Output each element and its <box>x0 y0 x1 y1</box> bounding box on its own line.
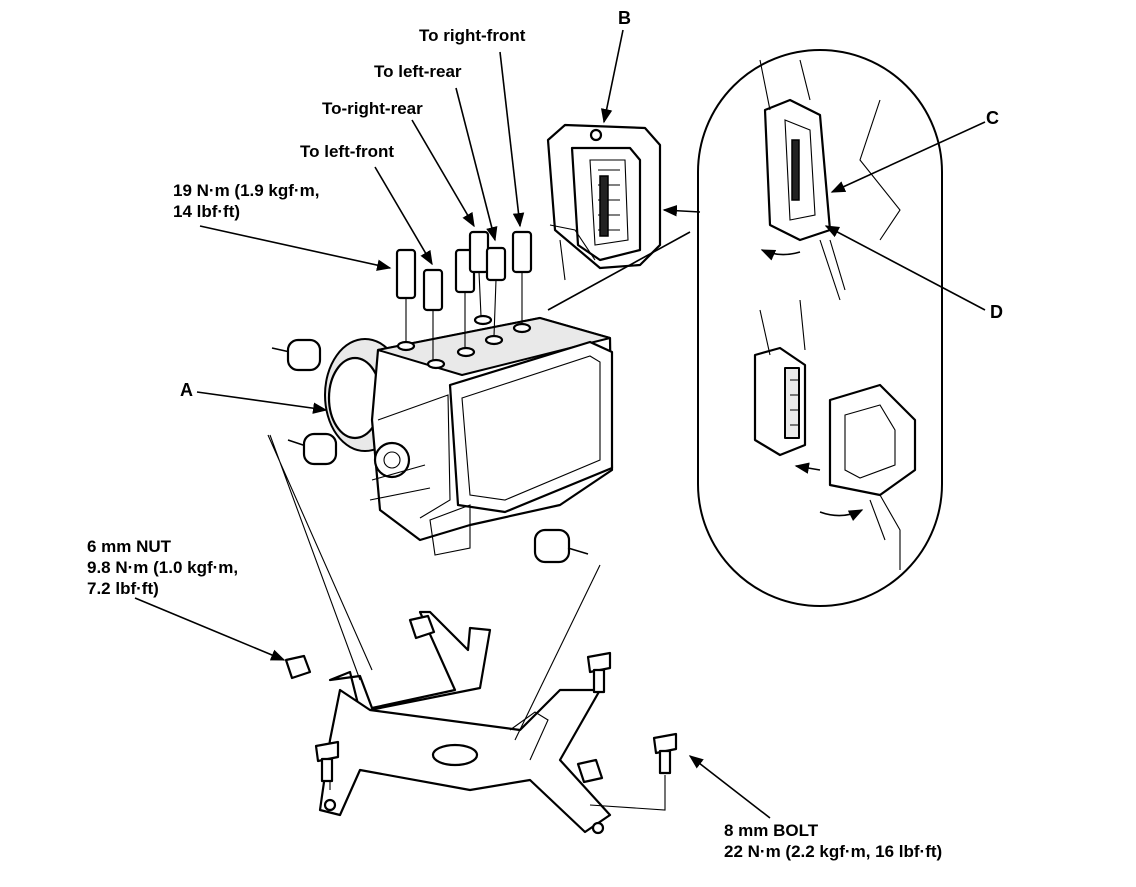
callout-d: D <box>990 302 1003 322</box>
label-to-right-front: To right-front <box>419 26 526 45</box>
rubber-mount-upper-left <box>271 338 322 372</box>
mounting-bracket <box>267 434 612 835</box>
callout-c: C <box>986 108 999 128</box>
callout-b: B <box>618 8 631 28</box>
label-to-left-rear: To left-rear <box>374 62 462 81</box>
brake-line-fittings <box>395 230 533 360</box>
connector-b <box>546 123 691 311</box>
label-bolt-line1: 8 mm BOLT <box>724 821 819 840</box>
label-torque-19-line2: 14 lbf·ft) <box>173 202 241 221</box>
label-nut-line1: 6 mm NUT <box>87 537 172 556</box>
label-nut-line2: 9.8 N·m (1.0 kgf·m, <box>87 558 239 577</box>
rubber-mount-lower-left <box>287 432 338 466</box>
detail-view <box>697 49 943 607</box>
leader-lines <box>134 29 986 819</box>
detail-pointer-arrow <box>662 204 701 217</box>
label-to-left-front: To left-front <box>300 142 395 161</box>
label-to-right-rear: To-right-rear <box>322 99 423 118</box>
label-bolt-line2: 22 N·m (2.2 kgf·m, 16 lbf·ft) <box>724 842 943 861</box>
label-nut-line3: 7.2 lbf·ft) <box>87 579 159 598</box>
callout-a: A <box>180 380 193 400</box>
label-torque-19-line1: 19 N·m (1.9 kgf·m, <box>173 181 320 200</box>
modulator-unit <box>324 314 614 556</box>
bracket-fasteners <box>284 614 678 811</box>
rubber-mount-lower-right <box>533 528 589 564</box>
